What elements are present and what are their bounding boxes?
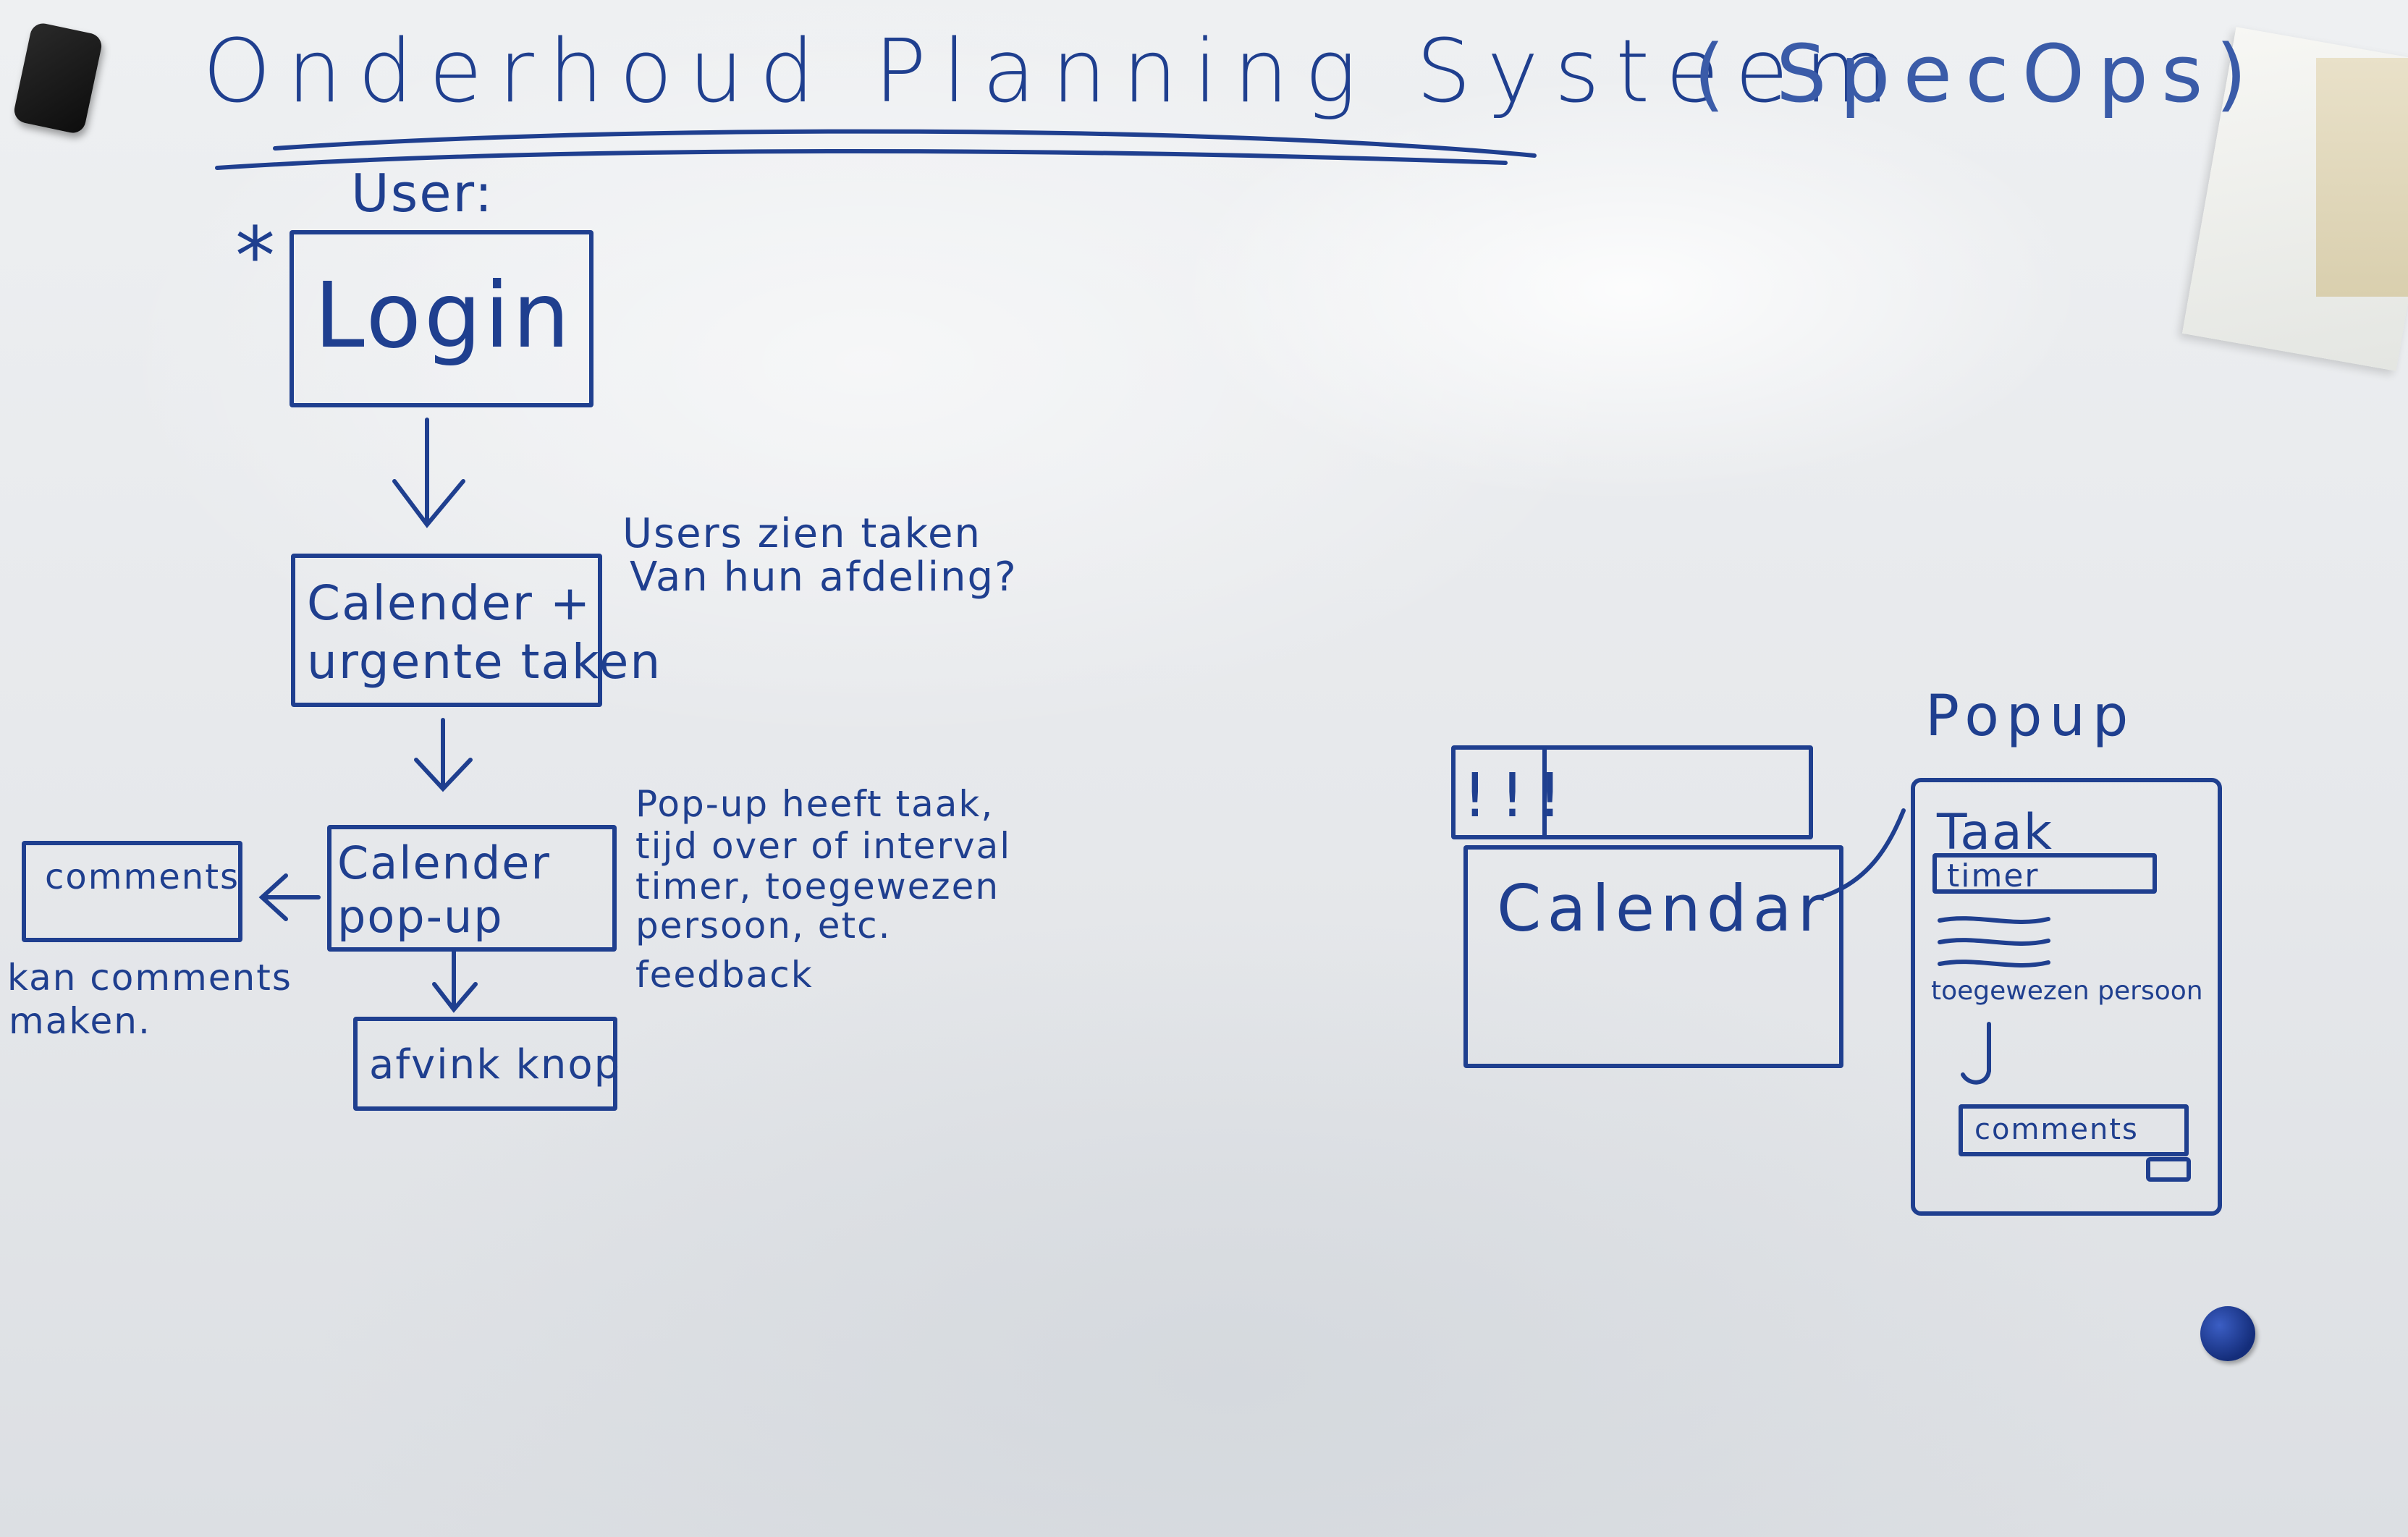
alert-bar: !!! bbox=[1451, 745, 1813, 839]
star-mark: * bbox=[235, 210, 276, 302]
title-underline bbox=[273, 129, 1537, 158]
comments-note-line-1: kan comments bbox=[7, 957, 292, 999]
popup-note-line-2: tijd over of interval bbox=[635, 825, 1012, 867]
task-label: Taak bbox=[1937, 804, 2053, 861]
paper-note bbox=[2316, 58, 2408, 297]
comments-box-label: comments bbox=[45, 857, 240, 897]
calendar-wireframe: Calendar bbox=[1463, 845, 1843, 1068]
popup-note-line-5: feedback bbox=[635, 954, 814, 996]
calendar-urgent-box: Calender + urgente taken bbox=[291, 554, 660, 707]
wave-line-2 bbox=[1938, 938, 2050, 946]
comments-note-line-2: maken. bbox=[9, 1000, 151, 1042]
connector-line bbox=[1818, 808, 1906, 899]
check-button-label: afvink knop bbox=[369, 1041, 622, 1088]
timer-field: timer bbox=[1932, 853, 2157, 894]
timer-field-label: timer bbox=[1947, 858, 2040, 894]
arrow-left bbox=[258, 873, 321, 921]
board-title: Onderhoud Planning Systeem bbox=[203, 22, 1905, 122]
hook-line bbox=[1961, 1022, 1991, 1085]
calendar-note-line-1: Users zien taken bbox=[622, 510, 981, 557]
alert-bar-label: !!! bbox=[1463, 760, 1576, 831]
popup-wireframe: Taak timer toegewezen persoon comments bbox=[1911, 778, 2222, 1216]
popup-box-line-2: pop-up bbox=[337, 890, 504, 943]
popup-box-line-1: Calender bbox=[337, 837, 551, 889]
board-title-suffix: ( SpecOps) bbox=[1694, 27, 2260, 120]
title-underline-2 bbox=[215, 148, 1508, 170]
alert-bar-divider bbox=[1542, 750, 1547, 835]
popup-note-line-1: Pop-up heeft taak, bbox=[635, 783, 994, 825]
calendar-popup-box: Calender pop-up bbox=[327, 825, 617, 952]
wave-line-3 bbox=[1938, 960, 2050, 967]
send-icon bbox=[2146, 1157, 2191, 1182]
popup-note-line-4: persoon, etc. bbox=[635, 905, 892, 947]
arrow-down-2 bbox=[414, 718, 473, 792]
popup-title: Popup bbox=[1925, 684, 2136, 749]
calendar-box-line-2: urgente taken bbox=[307, 634, 662, 690]
calendar-note-line-2: Van hun afdeling? bbox=[630, 554, 1018, 601]
login-label: Login bbox=[314, 263, 573, 368]
login-box: Login bbox=[290, 230, 593, 407]
popup-note-line-3: timer, toegewezen bbox=[635, 865, 1000, 907]
wave-line-1 bbox=[1938, 916, 2050, 924]
comments-box: comments bbox=[22, 841, 242, 942]
magnet bbox=[2200, 1306, 2255, 1361]
calendar-box-line-1: Calender + bbox=[307, 575, 592, 631]
assignee-label: toegewezen persoon bbox=[1931, 976, 2203, 1006]
comments-field-label: comments bbox=[1974, 1113, 2139, 1146]
arrow-down-1 bbox=[392, 418, 465, 528]
arrow-down-3 bbox=[432, 949, 478, 1013]
calendar-wireframe-label: Calendar bbox=[1497, 871, 1830, 946]
check-button-box: afvink knop bbox=[353, 1017, 620, 1111]
comments-field: comments bbox=[1959, 1104, 2189, 1156]
user-label: User: bbox=[351, 163, 494, 224]
